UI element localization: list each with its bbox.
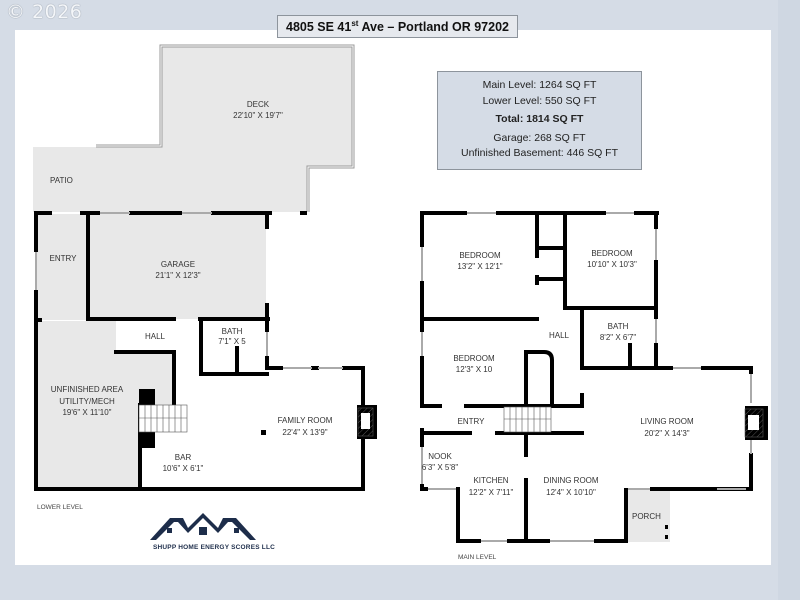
lower-hall-label: HALL (145, 332, 166, 341)
deck-area (33, 46, 353, 212)
family-room-label: FAMILY ROOM (278, 416, 333, 425)
company-name: SHUPP HOME ENERGY SCORES LLC (152, 544, 276, 551)
garage-label: GARAGE (161, 260, 195, 269)
bedroom2-dims: 10'10" X 10'3" (587, 260, 637, 269)
company-logo-icon (150, 513, 256, 540)
nook-dims: 6'3" X 5'8" (422, 463, 458, 472)
main-hall-label: HALL (549, 331, 570, 340)
porch-area (626, 490, 670, 542)
bedroom2-label: BEDROOM (591, 249, 633, 258)
porch-label: PORCH (632, 512, 661, 521)
address-rest: Ave – Portland OR 97202 (358, 20, 509, 34)
deck-label: DECK (247, 100, 270, 109)
garage-area (88, 214, 266, 319)
family-room-dims: 22'4" X 13'9" (282, 428, 327, 437)
page-edge (778, 0, 800, 600)
bedroom3-dims: 12'3" X 10 (456, 365, 493, 374)
bedroom3-label: BEDROOM (453, 354, 495, 363)
lower-fireplace (357, 405, 377, 439)
main-entry-label: ENTRY (458, 417, 486, 426)
dining-room-dims: 12'4" X 10'10" (546, 488, 596, 497)
lower-entry-label: ENTRY (50, 254, 78, 263)
lower-level-sqft: Lower Level: 550 SQ FT (482, 94, 597, 107)
kitchen-label: KITCHEN (473, 476, 508, 485)
main-stairs (503, 406, 552, 433)
bar-label: BAR (175, 453, 192, 462)
unfinished-sqft: Unfinished Basement: 446 SQ FT (461, 147, 618, 159)
square-footage-summary: Main Level: 1264 SQ FT Lower Level: 550 … (437, 71, 642, 170)
kitchen-dims: 12'2" X 7'11" (469, 488, 514, 497)
total-sqft: Total: 1814 SQ FT (495, 113, 584, 125)
unfinished-label: UNFINISHED AREA (51, 385, 124, 394)
copyright-watermark: © 2026 (6, 1, 83, 23)
main-level-sqft: Main Level: 1264 SQ FT (482, 79, 597, 91)
address-street: 4805 SE 41 (286, 20, 352, 34)
bedroom1-label: BEDROOM (459, 251, 501, 260)
nook-label: NOOK (428, 452, 452, 461)
lower-bath-label: BATH (222, 327, 243, 336)
lower-level-plan (33, 44, 377, 491)
living-room-label: LIVING ROOM (640, 417, 694, 426)
dining-room-label: DINING ROOM (543, 476, 598, 485)
bedroom1-dims: 13'2" X 12'1" (457, 262, 502, 271)
main-level-plan (420, 211, 768, 543)
lower-stairs (138, 404, 188, 433)
unfinished-sublabel: UTILITY/MECH (59, 397, 115, 406)
living-room-dims: 20'2" X 14'3" (644, 429, 689, 438)
address-suffix: st (351, 18, 359, 28)
lower-level-caption: LOWER LEVEL (37, 504, 83, 511)
main-bath-label: BATH (608, 322, 629, 331)
garage-sqft: Garage: 268 SQ FT (493, 131, 586, 144)
main-bath-dims: 8'2" X 6'7" (600, 333, 636, 342)
property-address-title: 4805 SE 41st Ave – Portland OR 97202 (277, 15, 518, 38)
lower-bath-dims: 7'1" X 5 (218, 337, 246, 346)
patio-label: PATIO (50, 176, 73, 185)
main-level-caption: MAIN LEVEL (458, 554, 497, 561)
unfinished-dims: 19'6" X 11'10" (62, 408, 111, 417)
bar-dims: 10'6" X 6'1" (163, 464, 204, 473)
deck-dims: 22'10" X 19'7" (233, 111, 283, 120)
garage-dims: 21'1" X 12'3" (155, 271, 200, 280)
main-fireplace (744, 406, 768, 440)
